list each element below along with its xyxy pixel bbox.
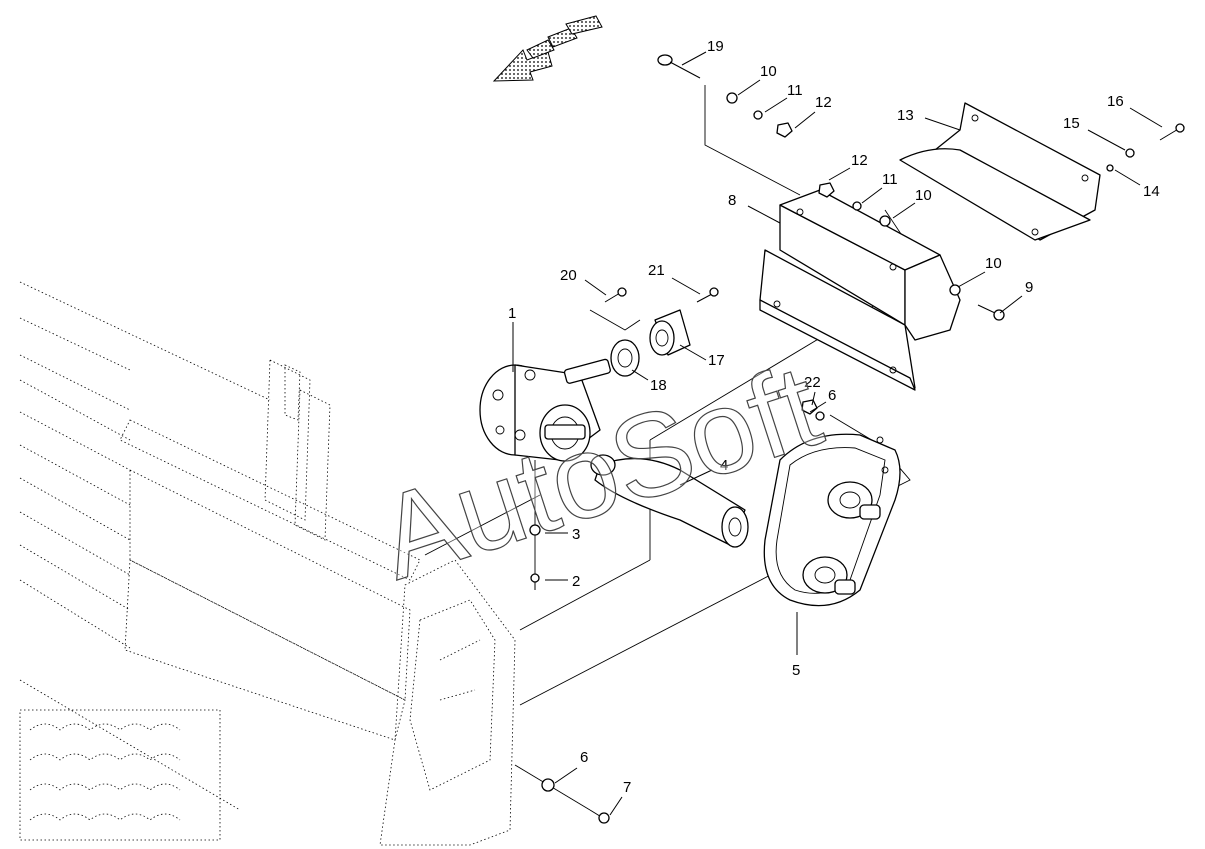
callout-6b: 6	[828, 387, 836, 404]
callout-leaders	[512, 51, 1163, 816]
callout-18: 18	[650, 377, 667, 394]
callout-4: 4	[720, 457, 728, 474]
callout-17: 17	[708, 352, 725, 369]
callout-12a: 12	[815, 94, 832, 111]
fasteners	[529, 54, 1185, 824]
callout-20: 20	[560, 267, 577, 284]
callout-19: 19	[707, 38, 724, 55]
callout-16: 16	[1107, 93, 1124, 110]
callout-5: 5	[792, 662, 800, 679]
callout-10c: 10	[985, 255, 1002, 272]
watermark: AutoSoft	[364, 340, 835, 605]
callout-9: 9	[1025, 279, 1033, 296]
machine-frame	[19, 281, 516, 846]
belt-housing-part-5	[763, 433, 901, 607]
callout-21: 21	[648, 262, 665, 279]
callout-1: 1	[508, 305, 516, 322]
callout-11b: 11	[882, 171, 898, 188]
callout-2: 2	[572, 573, 580, 590]
seal-part-18	[610, 339, 640, 377]
bracket-part-8	[759, 189, 961, 391]
plate-part-13	[899, 102, 1101, 241]
callout-12b: 12	[851, 152, 868, 169]
direction-arrow-icon	[492, 15, 603, 82]
callout-6a: 6	[580, 749, 588, 766]
callout-11a: 11	[787, 82, 803, 99]
callout-10b: 10	[915, 187, 932, 204]
callout-3: 3	[572, 526, 580, 543]
gearbox-part-1	[479, 358, 611, 462]
callout-22: 22	[804, 374, 821, 391]
callout-labels: 1 2 3 4 5 6 6 7 8 9 10 10 10 11 11 12 12…	[508, 38, 1160, 796]
callout-14: 14	[1143, 183, 1160, 200]
bushing-part-17	[649, 309, 691, 356]
shaft-part-4	[590, 454, 749, 548]
callout-8: 8	[728, 192, 736, 209]
callout-7: 7	[623, 779, 631, 796]
callout-15: 15	[1063, 115, 1080, 132]
callout-13: 13	[897, 107, 914, 124]
callout-10a: 10	[760, 63, 777, 80]
